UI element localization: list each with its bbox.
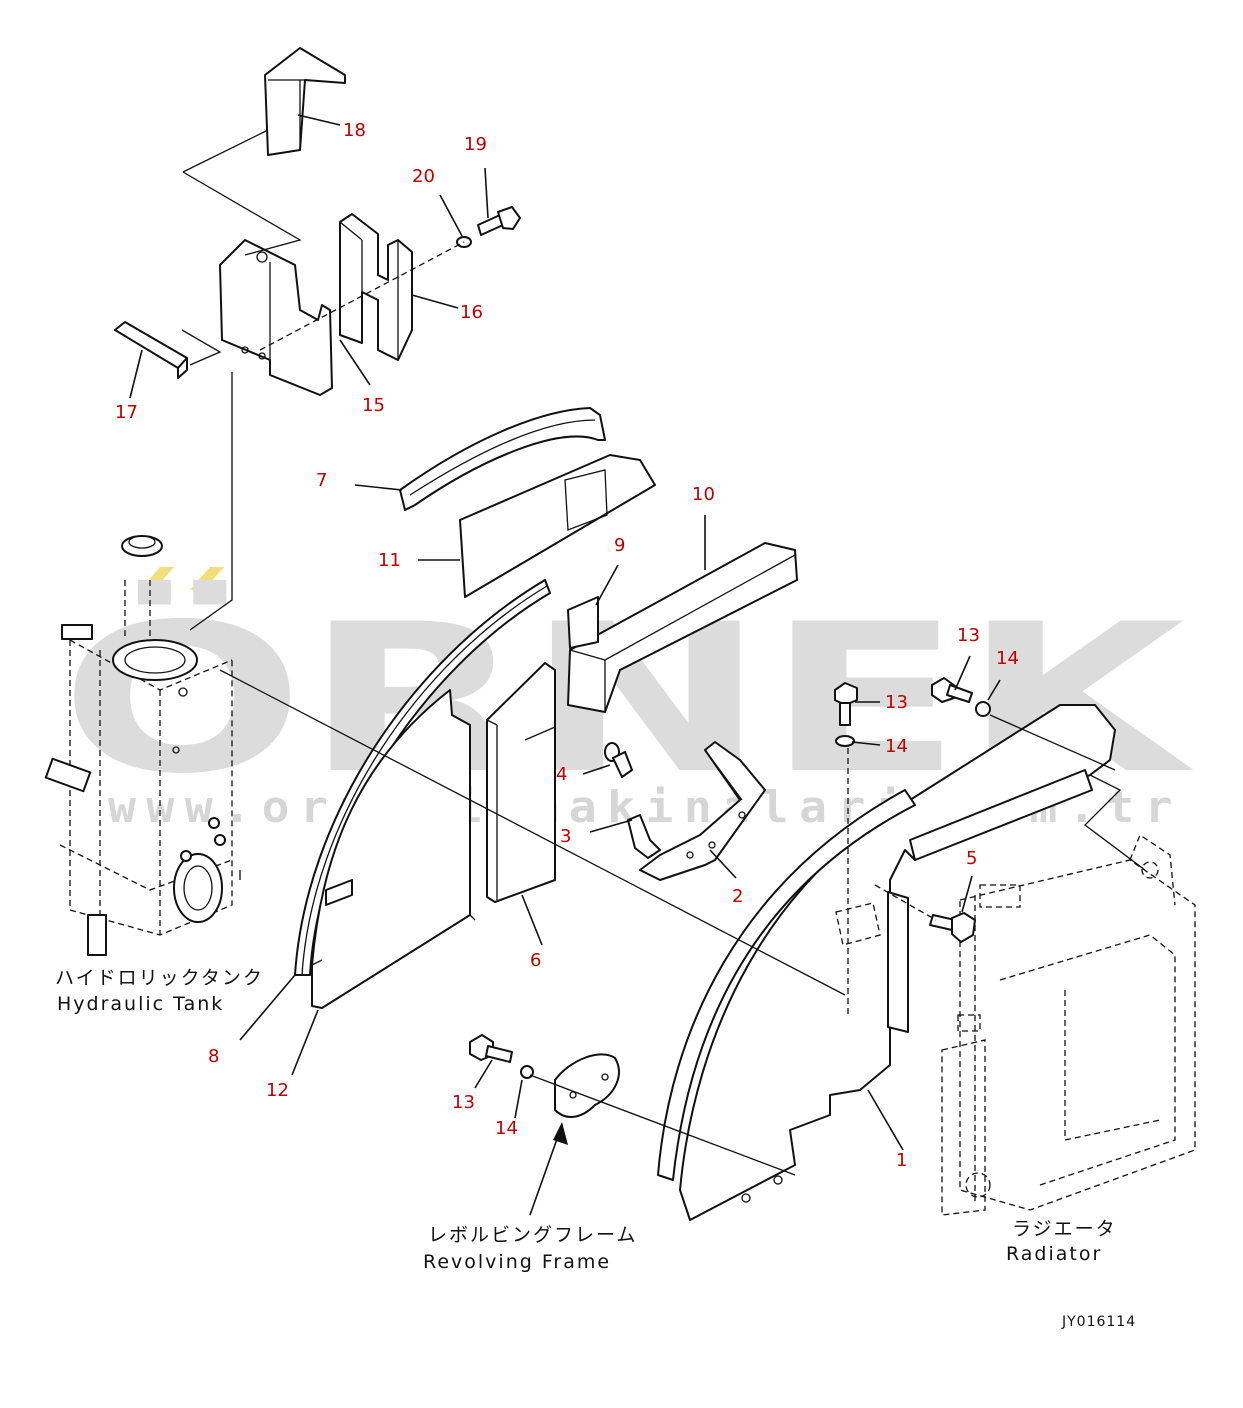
revolving-frame-plate (554, 1053, 620, 1118)
part-9 (567, 596, 599, 649)
callout-4: 4 (556, 764, 567, 785)
callout-20: 20 (412, 166, 435, 187)
part-4 (604, 742, 633, 778)
part-14-washer-right (975, 701, 991, 717)
revolving-frame-caption-en: Revolving Frame (423, 1251, 611, 1273)
part-2 (639, 741, 766, 881)
callout-3: 3 (560, 826, 571, 847)
part-16 (339, 213, 413, 361)
callout-16: 16 (460, 302, 483, 323)
part-13-bolt-right (931, 677, 973, 703)
part-12 (311, 689, 471, 1009)
hydraulic-tank-drawing (44, 535, 241, 956)
callout-18: 18 (343, 120, 366, 141)
part-3 (627, 814, 661, 859)
part-7 (399, 407, 606, 511)
callout-5: 5 (966, 848, 977, 869)
assembly-lines (181, 129, 1146, 1176)
callout-1: 1 (896, 1150, 907, 1171)
hydraulic-tank-caption-en: Hydraulic Tank (57, 993, 224, 1015)
part-5-bolt (929, 912, 976, 943)
radiator-caption-en: Radiator (1006, 1243, 1102, 1265)
drawing-code: JY016114 (1061, 1314, 1136, 1330)
part-14-washer-center (835, 735, 855, 747)
hydraulic-tank-caption-jp: ハイドロリックタンク (55, 967, 264, 989)
callout-13-bottom: 13 (452, 1092, 475, 1113)
leaders (129, 114, 1001, 1216)
callout-11: 11 (378, 550, 401, 571)
part-13-bolt-bottom (469, 1034, 513, 1063)
callout-17: 17 (115, 402, 138, 423)
callout-7: 7 (316, 470, 327, 491)
callout-2: 2 (732, 886, 743, 907)
part-10 (567, 542, 798, 713)
radiator-caption-jp: ラジエータ (1012, 1218, 1117, 1240)
callout-13-center: 13 (885, 692, 908, 713)
callout-15: 15 (362, 395, 385, 416)
part-13-bolt-center (834, 682, 858, 726)
part-18 (264, 47, 346, 156)
part-11 (459, 454, 656, 598)
revolving-frame-caption-jp: レボルビングフレーム (428, 1224, 637, 1246)
part-17 (114, 321, 188, 379)
part-6 (486, 662, 556, 903)
callout-9: 9 (614, 535, 625, 556)
callout-13-right: 13 (957, 625, 980, 646)
captions: ハイドロリックタンク Hydraulic Tank レボルビングフレーム Rev… (55, 967, 1136, 1330)
callout-14-center: 14 (885, 736, 908, 757)
callout-14-bottom: 14 (495, 1118, 518, 1139)
callout-10: 10 (692, 484, 715, 505)
part-1 (657, 704, 1116, 1221)
callout-14-right: 14 (996, 648, 1019, 669)
callout-labels: 1 2 3 4 5 6 7 8 9 10 11 12 13 13 13 14 1… (115, 120, 1019, 1171)
callout-12: 12 (266, 1080, 289, 1101)
callout-19: 19 (464, 134, 487, 155)
part-14-washer-bottom (520, 1065, 534, 1079)
radiator-drawing (941, 834, 1196, 1216)
callout-6: 6 (530, 950, 541, 971)
part-15 (219, 239, 333, 396)
part-19-bolt (477, 206, 521, 236)
callout-8: 8 (208, 1046, 219, 1067)
